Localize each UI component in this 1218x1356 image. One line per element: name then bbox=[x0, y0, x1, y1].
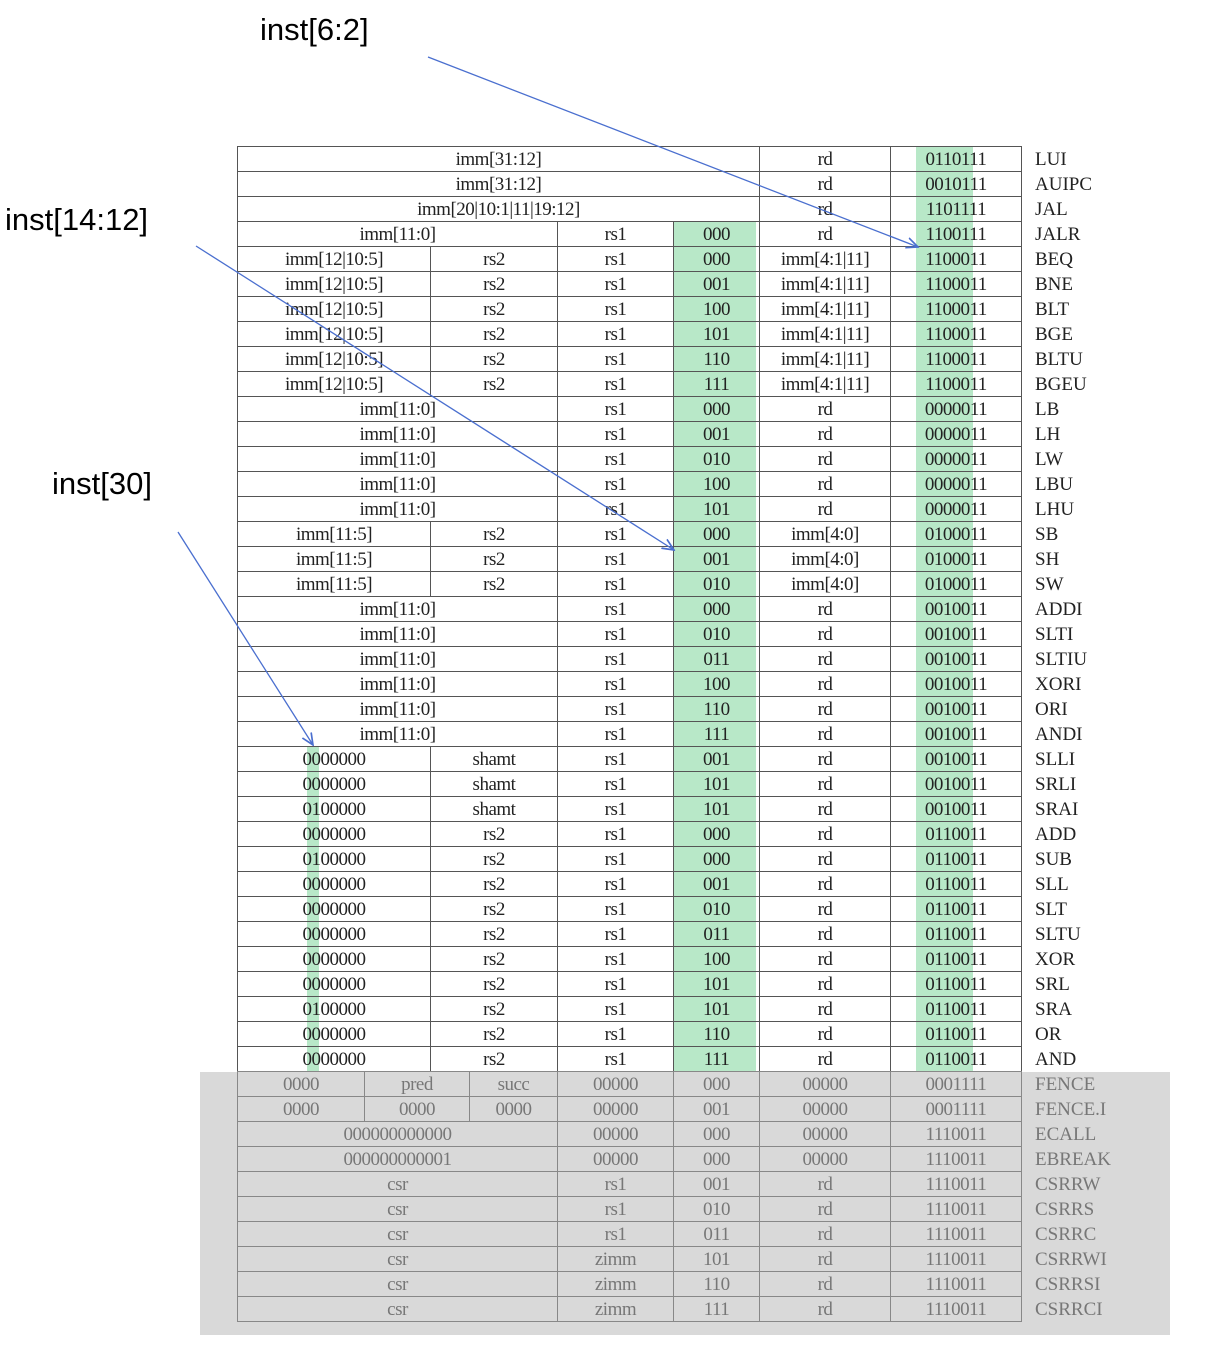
instruction-name: ECALL bbox=[1035, 1124, 1097, 1145]
instruction-name: SLTU bbox=[1035, 924, 1081, 945]
instruction-name: SLT bbox=[1035, 899, 1068, 920]
instruction-name: BLTU bbox=[1035, 349, 1083, 370]
instruction-name: XOR bbox=[1035, 949, 1076, 970]
instruction-name: CSRRS bbox=[1035, 1199, 1095, 1220]
system-instructions-shade bbox=[200, 1072, 1170, 1335]
instruction-name: CSRRC bbox=[1035, 1224, 1097, 1245]
instruction-name: SLTIU bbox=[1035, 649, 1088, 670]
instruction-name: LBU bbox=[1035, 474, 1073, 495]
instruction-name: BEQ bbox=[1035, 249, 1073, 270]
instruction-name: SUB bbox=[1035, 849, 1072, 870]
instruction-name: ANDI bbox=[1035, 724, 1083, 745]
instruction-name: BLT bbox=[1035, 299, 1070, 320]
instruction-name: SH bbox=[1035, 549, 1060, 570]
instruction-name: LUI bbox=[1035, 149, 1067, 170]
instruction-name: SRL bbox=[1035, 974, 1070, 995]
funct3-highlight bbox=[674, 222, 756, 1072]
instruction-name: CSRRW bbox=[1035, 1174, 1101, 1195]
instruction-name: AUIPC bbox=[1035, 174, 1093, 195]
bit30-highlight bbox=[307, 747, 319, 1072]
instruction-name: LH bbox=[1035, 424, 1061, 445]
instruction-name: EBREAK bbox=[1035, 1149, 1111, 1170]
instruction-name: SLLI bbox=[1035, 749, 1076, 770]
instruction-name: LW bbox=[1035, 449, 1064, 470]
instruction-name: SRA bbox=[1035, 999, 1072, 1020]
instruction-name: SLTI bbox=[1035, 624, 1074, 645]
instruction-name: SRAI bbox=[1035, 799, 1079, 820]
instruction-name: ORI bbox=[1035, 699, 1068, 720]
instruction-name: LHU bbox=[1035, 499, 1075, 520]
instruction-name: JAL bbox=[1035, 199, 1068, 220]
instruction-name: FENCE bbox=[1035, 1074, 1096, 1095]
bit30-label: inst[30] bbox=[52, 466, 152, 501]
instruction-name: ADDI bbox=[1035, 599, 1083, 620]
instruction-name: SLL bbox=[1035, 874, 1069, 895]
instruction-name: SB bbox=[1035, 524, 1059, 545]
instruction-name: SRLI bbox=[1035, 774, 1077, 795]
instruction-name: BGE bbox=[1035, 324, 1073, 345]
instruction-name: JALR bbox=[1035, 224, 1081, 245]
funct3-arrow bbox=[195, 245, 674, 550]
instruction-name: BNE bbox=[1035, 274, 1073, 295]
instruction-name: AND bbox=[1035, 1049, 1077, 1070]
instruction-name: OR bbox=[1035, 1024, 1062, 1045]
instruction-name: ADD bbox=[1035, 824, 1077, 845]
opcode-label: inst[6:2] bbox=[260, 12, 369, 47]
instruction-name: LB bbox=[1035, 399, 1060, 420]
bit30-arrow bbox=[177, 531, 313, 745]
instruction-name: BGEU bbox=[1035, 374, 1087, 395]
funct3-label: inst[14:12] bbox=[5, 202, 149, 237]
field-cell: 1110011 bbox=[890, 1296, 1022, 1322]
instruction-name: CSRRSI bbox=[1035, 1274, 1101, 1295]
instruction-name: XORI bbox=[1035, 674, 1082, 695]
opcode-arrow bbox=[427, 56, 918, 247]
instruction-name: CSRRCI bbox=[1035, 1299, 1103, 1320]
instruction-name: CSRRWI bbox=[1035, 1249, 1107, 1270]
opcode-highlight bbox=[916, 147, 973, 1072]
instruction-name: FENCE.I bbox=[1035, 1099, 1107, 1120]
instruction-name: SW bbox=[1035, 574, 1064, 595]
